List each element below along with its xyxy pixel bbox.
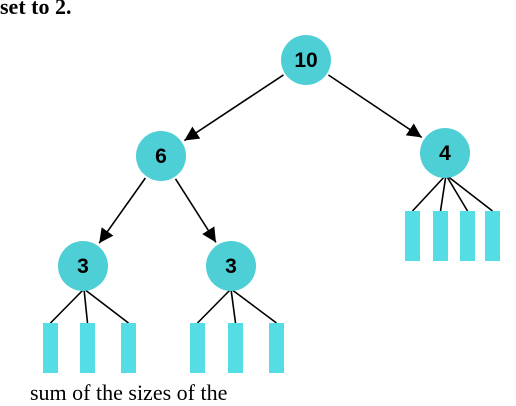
node-label-right: 4 xyxy=(439,142,451,165)
leaf-edge-left-left-2 xyxy=(83,288,89,324)
leaf-edge-left-right-1 xyxy=(196,288,232,324)
leaf-left-left-3 xyxy=(121,323,136,373)
node-left-left xyxy=(58,241,108,291)
leaf-edge-right-3 xyxy=(445,174,469,212)
edge-root-to-left xyxy=(183,74,284,142)
leaf-left-right-1 xyxy=(190,323,205,373)
node-label-left-left: 3 xyxy=(77,255,89,278)
node-right xyxy=(420,128,470,178)
leaf-left-left-1 xyxy=(43,323,58,373)
leaf-edge-right-4 xyxy=(445,174,493,212)
edge-left-to-left-right xyxy=(174,178,217,243)
node-left-right xyxy=(206,241,256,291)
leaf-edge-right-2 xyxy=(439,174,447,212)
leaf-edge-left-right-2 xyxy=(230,288,237,324)
edge-left-to-left-left xyxy=(98,177,147,244)
node-root xyxy=(281,35,331,85)
header-text: set to 2. xyxy=(0,0,72,19)
leaf-edge-right-1 xyxy=(411,174,447,212)
edge-root-to-right xyxy=(327,74,423,139)
leaf-right-3 xyxy=(460,211,475,261)
leaf-edge-left-left-3 xyxy=(83,288,129,324)
leaf-left-left-2 xyxy=(80,323,95,373)
node-label-root: 10 xyxy=(294,49,317,72)
leaf-left-right-2 xyxy=(228,323,243,373)
node-label-left: 6 xyxy=(155,145,167,168)
leaf-right-2 xyxy=(433,211,448,261)
node-left xyxy=(136,131,186,181)
node-label-left-right: 3 xyxy=(225,255,237,278)
footer-text: sum of the sizes of the xyxy=(30,380,228,405)
leaf-edge-left-left-1 xyxy=(49,288,85,324)
leaf-right-4 xyxy=(485,211,500,261)
leaf-right-1 xyxy=(405,211,420,261)
leaf-left-right-3 xyxy=(269,323,284,373)
leaf-edge-left-right-3 xyxy=(230,288,277,324)
